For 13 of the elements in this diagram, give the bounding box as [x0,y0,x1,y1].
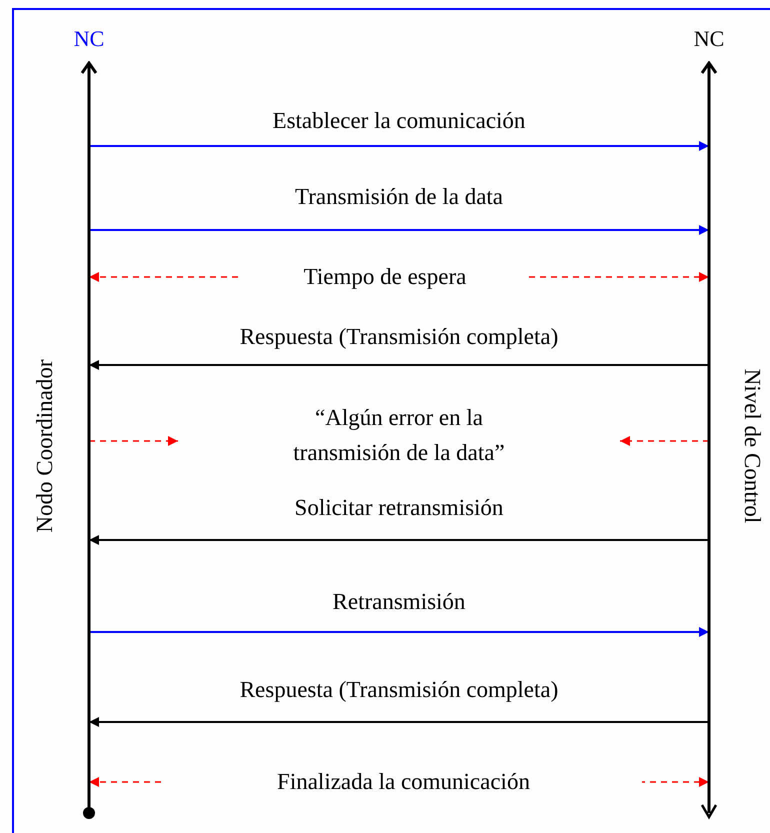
message-arrow [89,436,178,446]
lifeline-label: NC [74,26,104,52]
lifeline-label: NC [694,26,724,52]
message-arrow [89,225,709,235]
lifeline-title: Nodo Coordinador [31,358,58,535]
note-text: “Algún error en la transmisión de la data” [292,404,506,467]
message-arrow [89,141,709,151]
message-arrow [89,535,709,545]
lifeline-title: Nivel de Control [739,368,766,526]
message-arrow [89,717,709,727]
message-arrow [89,360,709,370]
message-arrow [620,436,709,446]
message-arrow [89,627,709,637]
